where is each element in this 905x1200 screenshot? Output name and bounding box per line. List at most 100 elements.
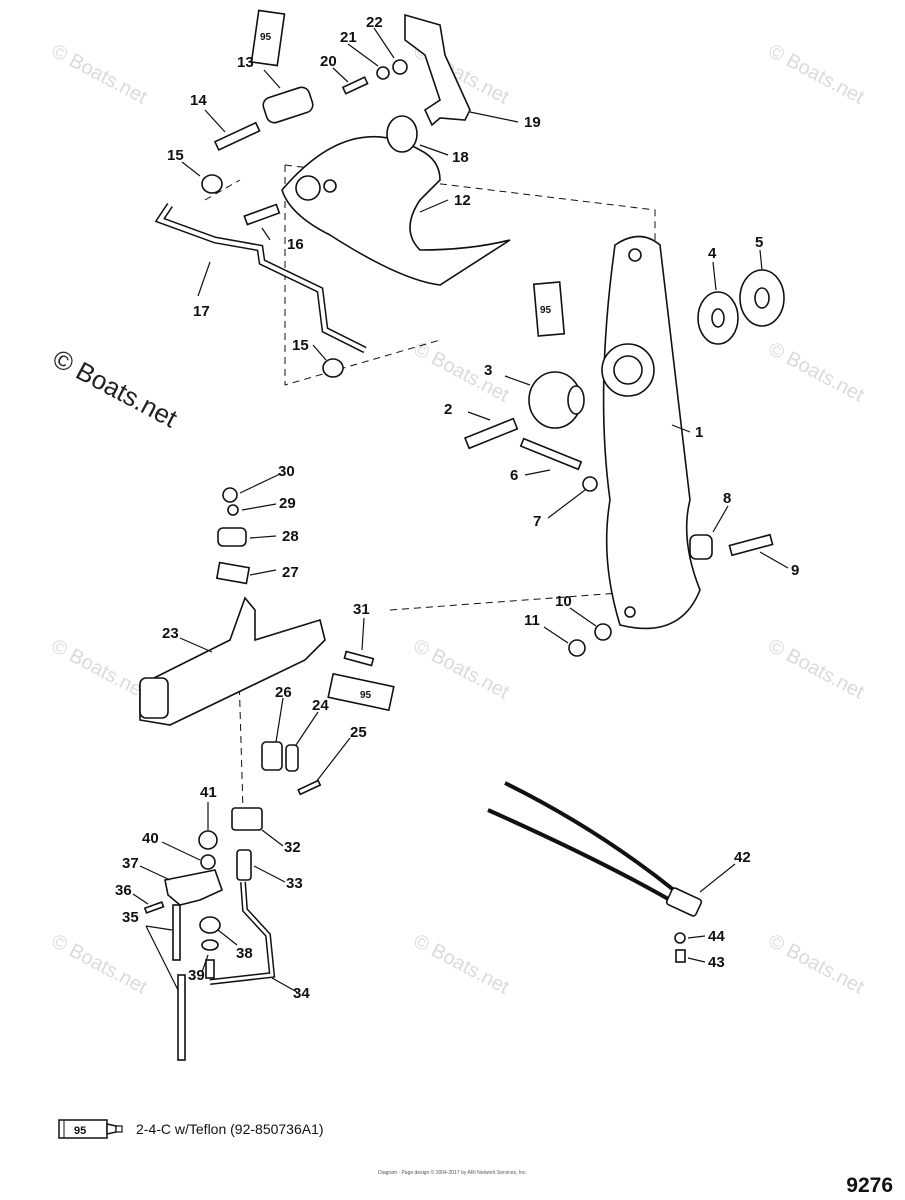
part-12-bracket [281, 135, 511, 286]
part-37-lever [164, 869, 223, 906]
lever-hole [628, 248, 642, 262]
callout-19: 19 [524, 114, 541, 131]
lever-hub-bore [613, 355, 643, 385]
grease-tube-middle: 95 [532, 281, 566, 337]
tube-label: 95 [360, 690, 372, 701]
legend: 95 2-4-C w/Teflon (92-850736A1) [58, 1118, 324, 1140]
callouts: 1 2 3 4 5 6 7 8 9 10 11 12 13 14 15 15 1… [115, 14, 799, 1002]
callout-40: 40 [142, 830, 159, 847]
tube-label: 95 [260, 32, 272, 43]
part-20-screw [341, 76, 369, 95]
callout-4: 4 [708, 245, 717, 262]
part-31-screw [343, 650, 375, 667]
grease-tube-lower: 95 [327, 672, 395, 712]
bracket-hole [323, 179, 337, 193]
part-27-plate [215, 561, 251, 585]
callout-24: 24 [312, 697, 329, 714]
part-19-shaft-lever [404, 13, 471, 127]
part-28-clip [217, 527, 247, 547]
part-17-shift-rod-inner [156, 203, 366, 352]
part-14-bolt [213, 121, 261, 151]
callout-5: 5 [755, 234, 763, 251]
part-15-fitting [322, 358, 344, 378]
callout-39: 39 [188, 967, 205, 984]
callout-15a: 15 [167, 147, 184, 164]
callout-23: 23 [162, 625, 179, 642]
part-29-washer [227, 504, 239, 516]
part-35-rod-lower [177, 974, 186, 1061]
part-42-lead-a [504, 781, 682, 897]
callout-1: 1 [695, 424, 703, 441]
part-39-washer [201, 939, 219, 951]
callout-14: 14 [190, 92, 207, 109]
part-42-switch [665, 887, 703, 917]
callout-35: 35 [122, 909, 139, 926]
callout-25: 25 [350, 724, 367, 741]
callout-18: 18 [452, 149, 469, 166]
callout-20: 20 [320, 53, 337, 70]
leader-lines [132, 27, 789, 993]
part-32-switch [231, 807, 263, 831]
part-15-fitting [201, 174, 223, 194]
callout-30: 30 [278, 463, 295, 480]
part-39-screw [205, 959, 215, 979]
callout-7: 7 [533, 513, 541, 530]
callout-36: 36 [115, 882, 132, 899]
callout-11: 11 [524, 612, 540, 629]
callout-26: 26 [275, 684, 292, 701]
footer-note: Diagram · Page design © 2004-2017 by ARI… [378, 1170, 527, 1176]
part-38-bushing [199, 916, 221, 934]
callout-3: 3 [484, 362, 492, 379]
callout-6: 6 [510, 467, 518, 484]
legend-text: 2-4-C w/Teflon (92-850736A1) [136, 1121, 324, 1137]
part-40-washer [200, 854, 216, 870]
part-24-link [285, 744, 299, 772]
part-34-shift-link [209, 881, 276, 985]
part-34-shift-link-inner [209, 881, 274, 984]
callout-38: 38 [236, 945, 253, 962]
part-13-spacer [262, 86, 314, 124]
callout-29: 29 [279, 495, 296, 512]
callout-44: 44 [708, 928, 725, 945]
callout-42: 42 [734, 849, 751, 866]
part-10-washer [594, 623, 612, 641]
part-23-shift-bracket [139, 596, 326, 726]
callout-37: 37 [122, 855, 139, 872]
part-26-block [261, 741, 283, 771]
bracket-hole [295, 175, 321, 201]
grease-tube-icon: 95 [58, 1118, 124, 1140]
callout-9: 9 [791, 562, 799, 579]
part-11-nut [568, 639, 586, 657]
callout-41: 41 [200, 784, 217, 801]
callout-33: 33 [286, 875, 303, 892]
callout-16: 16 [287, 236, 304, 253]
callout-12: 12 [454, 192, 471, 209]
grease-tube-upper: 95 [250, 9, 286, 67]
callout-15b: 15 [292, 337, 309, 354]
legend-tube-label: 95 [74, 1125, 86, 1137]
callout-10: 10 [555, 593, 572, 610]
washer-hole [754, 287, 770, 309]
part-6-stud [519, 437, 583, 471]
callout-17: 17 [193, 303, 210, 320]
callout-32: 32 [284, 839, 301, 856]
part-44-washer [674, 932, 686, 944]
part-25-screw [297, 779, 322, 796]
callout-8: 8 [723, 490, 731, 507]
part-9-bolt [728, 533, 774, 557]
part-1-lever [602, 235, 701, 630]
part-33-spring [236, 849, 252, 881]
part-22-lockwasher [392, 59, 408, 75]
part-2-bolt [463, 417, 519, 450]
callout-27: 27 [282, 564, 299, 581]
part-35-rod-upper [172, 904, 181, 961]
part-36-pin [143, 901, 165, 914]
bracket-block [139, 677, 169, 719]
lever-hole [624, 606, 636, 618]
callout-13: 13 [237, 54, 254, 71]
callout-28: 28 [282, 528, 299, 545]
callout-34: 34 [293, 985, 310, 1002]
part-43-screw [675, 949, 686, 963]
part-16-stud [243, 203, 281, 226]
